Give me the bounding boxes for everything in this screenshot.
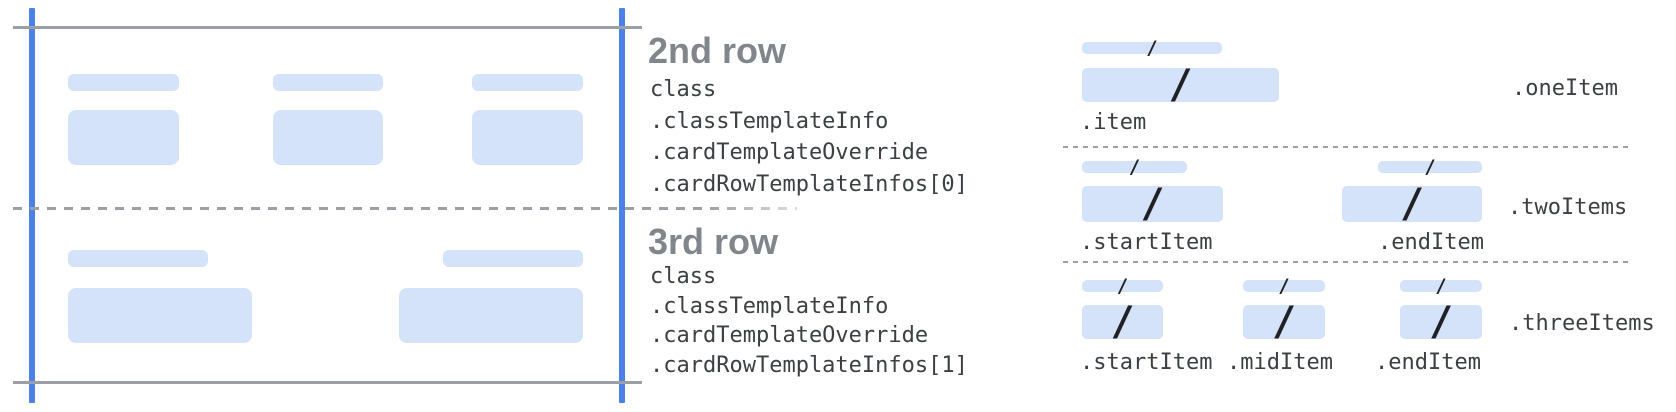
code-line: .cardRowTemplateInfos[1] bbox=[650, 352, 968, 378]
twoItems-section-label: .twoItems bbox=[1508, 195, 1628, 220]
row2-heading: 2nd row bbox=[648, 30, 787, 71]
midItem-field-label: .midItem bbox=[1227, 350, 1333, 375]
threeItems-section-label: .threeItems bbox=[1509, 311, 1655, 336]
card-left-guide-line bbox=[29, 8, 35, 403]
code-line: class bbox=[650, 77, 717, 102]
twoItems-start-value-bar: / bbox=[1082, 184, 1223, 224]
row2-col3-value-box bbox=[472, 110, 583, 165]
twoItems-end-label-bar: / bbox=[1378, 158, 1482, 177]
row3-col1-label-bar bbox=[68, 250, 208, 267]
legend-divider-dotted-line bbox=[1063, 261, 1628, 263]
row2-col2-label-bar bbox=[273, 74, 383, 91]
code-line: .cardTemplateOverride bbox=[650, 323, 929, 348]
row3-col2-label-bar bbox=[443, 250, 583, 267]
startItem-field-label: .startItem bbox=[1080, 350, 1213, 375]
row3-col1-value-box bbox=[68, 288, 252, 343]
threeItems-start-label-bar: / bbox=[1082, 277, 1163, 296]
threeItems-mid-label-bar: / bbox=[1243, 277, 1325, 296]
row2-col1-value-box bbox=[68, 110, 179, 165]
code-line: .classTemplateInfo bbox=[650, 293, 889, 319]
threeItems-start-value-bar: / bbox=[1082, 302, 1163, 342]
oneItem-label-bar: / bbox=[1082, 39, 1222, 58]
code-line: .cardRowTemplateInfos[0] bbox=[650, 172, 968, 198]
row3-code-path: class .classTemplateInfo .cardTemplateOver… bbox=[650, 262, 968, 380]
legend-divider-dotted-line bbox=[1063, 146, 1628, 148]
code-line: .cardTemplateOverride bbox=[650, 140, 929, 166]
endItem-field-label: .endItem bbox=[1375, 350, 1481, 375]
card-right-guide-line bbox=[619, 8, 625, 403]
code-line: class bbox=[650, 264, 717, 289]
card-bottom-border-line bbox=[13, 381, 642, 384]
oneItem-section-label: .oneItem bbox=[1512, 76, 1618, 101]
row2-col3-label-bar bbox=[472, 74, 583, 91]
item-field-label: .item bbox=[1080, 110, 1147, 135]
threeItems-end-value-bar: / bbox=[1400, 302, 1482, 342]
row3-heading: 3rd row bbox=[648, 221, 779, 262]
threeItems-end-label-bar: / bbox=[1400, 277, 1482, 296]
oneItem-value-bar: / bbox=[1082, 65, 1279, 105]
row2-col2-value-box bbox=[273, 110, 383, 165]
code-line: .classTemplateInfo bbox=[650, 108, 889, 134]
row3-col2-value-box bbox=[399, 288, 583, 343]
row-divider-dashed-line bbox=[13, 207, 797, 210]
endItem-field-label: .endItem bbox=[1378, 230, 1484, 255]
threeItems-mid-value-bar: / bbox=[1243, 302, 1325, 342]
twoItems-start-label-bar: / bbox=[1082, 158, 1187, 177]
row2-col1-label-bar bbox=[68, 74, 179, 91]
card-top-border-line bbox=[13, 26, 642, 29]
startItem-field-label: .startItem bbox=[1080, 230, 1213, 255]
twoItems-end-value-bar: / bbox=[1342, 184, 1482, 224]
row2-code-path: class .classTemplateInfo .cardTemplateOver… bbox=[650, 74, 968, 201]
